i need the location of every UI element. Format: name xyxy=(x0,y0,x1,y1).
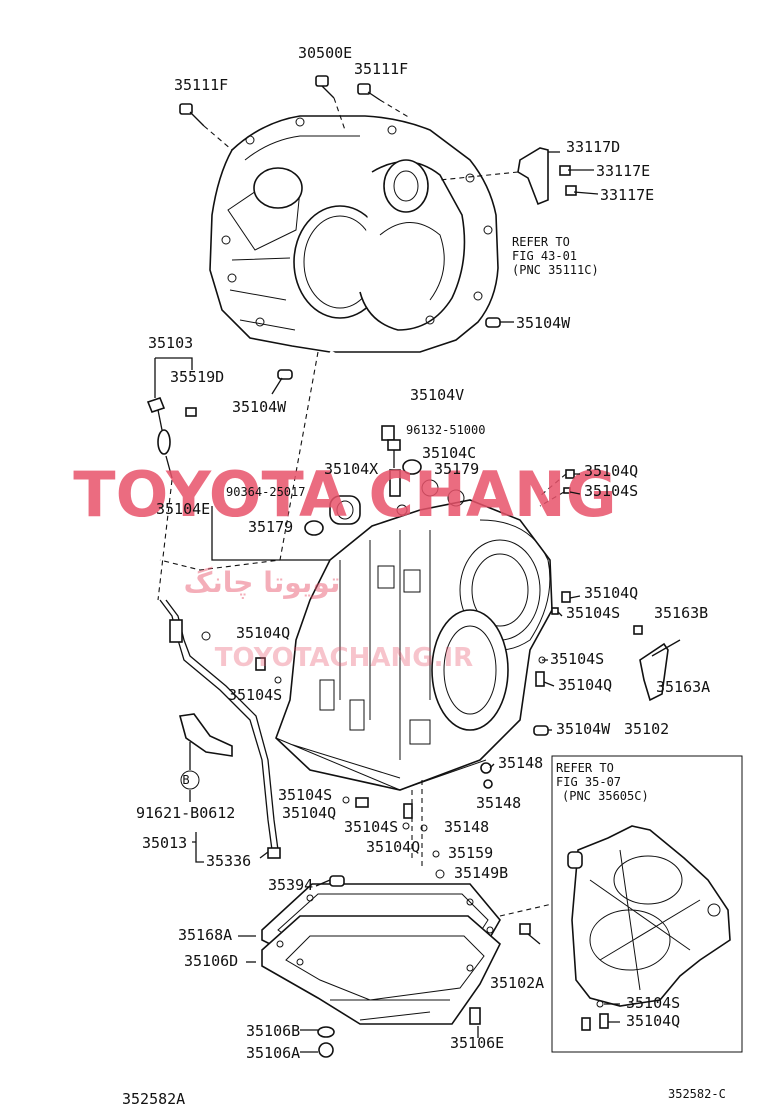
dipstick-35103 xyxy=(146,397,197,479)
label-35111F-right: 35111F xyxy=(354,60,408,78)
label-35104S-d: 35104S xyxy=(228,686,282,704)
label-96132: 96132-51000 xyxy=(406,423,485,437)
label-35104X: 35104X xyxy=(324,460,378,478)
label-35103: 35103 xyxy=(148,334,193,352)
label-35179-a: 35179 xyxy=(434,460,479,478)
bolt-35111F-left xyxy=(179,103,233,151)
label-35013: 35013 xyxy=(142,834,187,852)
label-35519D: 35519D xyxy=(170,368,224,386)
label-35159: 35159 xyxy=(448,844,493,862)
label-35104Q-g: 35104Q xyxy=(626,1012,680,1030)
label-35106D: 35106D xyxy=(184,952,238,970)
label-b-circle: B xyxy=(182,773,189,787)
label-35179-b: 35179 xyxy=(248,518,293,536)
label-35104S-f: 35104S xyxy=(344,818,398,836)
refer-bot-line3: (PNC 35605C) xyxy=(562,789,649,803)
label-35104Q-a: 35104Q xyxy=(584,462,638,480)
label-35106A: 35106A xyxy=(246,1044,300,1062)
label-35104V: 35104V xyxy=(410,386,464,404)
label-35163B: 35163B xyxy=(654,604,708,622)
refer-top-line1: REFER TO xyxy=(512,235,570,249)
label-35149B: 35149B xyxy=(454,864,508,882)
label-30500E: 30500E xyxy=(298,44,352,62)
label-35104S-c: 35104S xyxy=(550,650,604,668)
label-35104Q-e: 35104Q xyxy=(282,804,336,822)
label-33117E-b: 33117E xyxy=(600,186,654,204)
label-35104S-e: 35104S xyxy=(278,786,332,804)
refer-top-line3: (PNC 35111C) xyxy=(512,263,599,277)
converter-housing xyxy=(209,115,499,353)
labels: 30500E 35111F 35111F 33117D 33117E 33117… xyxy=(122,44,726,1108)
tube-35104V xyxy=(328,350,408,516)
label-35104S-g: 35104S xyxy=(626,994,680,1012)
label-35104S-b: 35104S xyxy=(566,604,620,622)
label-35106E: 35106E xyxy=(450,1034,504,1052)
label-35163A: 35163A xyxy=(656,678,710,696)
label-35102: 35102 xyxy=(624,720,669,738)
label-35148-b: 35148 xyxy=(476,794,521,812)
label-35148-a: 35148 xyxy=(498,754,543,772)
watermark-arabic: تویوتا چانگ xyxy=(184,566,341,599)
dipstick-tube-35013 xyxy=(157,479,281,863)
label-35104W-mid: 35104W xyxy=(556,720,611,738)
watermark-sub: TOYOTACHANG.IR xyxy=(215,643,473,673)
dowel-35104W-left xyxy=(277,369,293,380)
watermark-main: TOYOTA CHANG xyxy=(73,458,616,531)
label-35104E: 35104E xyxy=(156,500,210,518)
label-35104Q-b: 35104Q xyxy=(584,584,638,602)
refer-bot-line2: FIG 35-07 xyxy=(556,775,621,789)
label-33117D: 33117D xyxy=(566,138,620,156)
label-35168A: 35168A xyxy=(178,926,232,944)
filter-90364 xyxy=(304,459,422,536)
label-35104S-a: 35104S xyxy=(584,482,638,500)
extension-housing-box xyxy=(551,755,743,1053)
label-35104Q-c: 35104Q xyxy=(236,624,290,642)
dowel-35104W-top xyxy=(485,317,501,328)
label-35104Q-d: 35104Q xyxy=(558,676,612,694)
label-352582C: 352582-C xyxy=(668,1087,726,1101)
label-35106B: 35106B xyxy=(246,1022,300,1040)
label-35104W-top: 35104W xyxy=(516,314,571,332)
label-35336: 35336 xyxy=(206,852,251,870)
bolt-35111F-right xyxy=(357,83,411,119)
transaxle-case xyxy=(275,479,553,791)
label-35104Q-f: 35104Q xyxy=(366,838,420,856)
label-91621: 91621-B0612 xyxy=(136,804,235,822)
refer-bot-line1: REFER TO xyxy=(556,761,614,775)
bracket-33117D xyxy=(439,147,599,206)
oil-pan xyxy=(261,875,501,1058)
label-35102A: 35102A xyxy=(490,974,544,992)
label-35148-c: 35148 xyxy=(444,818,489,836)
label-352582A: 352582A xyxy=(122,1090,185,1108)
label-90364: 90364-25017 xyxy=(226,485,305,499)
watermark: TOYOTA CHANG تویوتا چانگ TOYOTACHANG.IR xyxy=(73,458,616,673)
label-35104C: 35104C xyxy=(422,444,476,462)
label-35104W-left: 35104W xyxy=(232,398,287,416)
label-35394: 35394 xyxy=(268,876,313,894)
case-fasteners xyxy=(255,469,681,879)
label-33117E-a: 33117E xyxy=(596,162,650,180)
bolt-30500E xyxy=(315,75,346,131)
refer-top-line2: FIG 43-01 xyxy=(512,249,577,263)
label-35111F-left: 35111F xyxy=(174,76,228,94)
